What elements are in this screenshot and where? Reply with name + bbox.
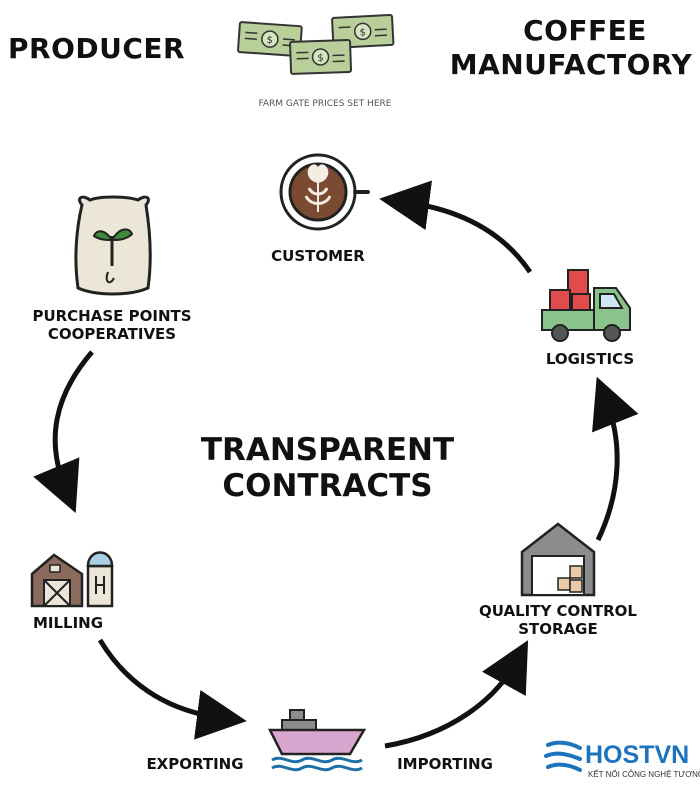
money-icon: $ $ $: [237, 13, 395, 75]
milling-label: MILLING: [32, 614, 104, 632]
coffee-manufactory-title-line1: COFFEE: [523, 14, 647, 47]
quality-control-label-line2: STORAGE: [518, 620, 598, 638]
purchase-points-label-line2: COOPERATIVES: [47, 325, 177, 343]
customer-label: CUSTOMER: [271, 247, 365, 265]
arrow-logistics-to-customer: [379, 180, 533, 274]
mill-barn-icon: [30, 551, 114, 608]
coffee-cup-icon: [279, 153, 370, 231]
coffee-manufactory-title-line2: MANUFACTORY: [449, 48, 693, 81]
exporting-label: EXPORTING: [146, 755, 244, 773]
arrow-importing-to-storage: [384, 640, 529, 749]
hostvn-logo-icon: [544, 740, 582, 772]
svg-text:$: $: [266, 35, 273, 46]
quality-control-label-line1: QUALITY CONTROL: [479, 602, 637, 620]
svg-text:$: $: [359, 27, 366, 38]
brand-tagline: KẾT NỐI CÔNG NGHỆ TƯƠNG LAI: [588, 770, 700, 779]
purchase-points-label-line1: PURCHASE POINTS: [32, 307, 192, 325]
importing-label: IMPORTING: [397, 755, 493, 773]
logistics-label: LOGISTICS: [545, 350, 635, 368]
farm-gate-caption: FARM GATE PRICES SET HERE: [258, 99, 392, 109]
transparent-contracts-line2: CONTRACTS: [222, 468, 433, 504]
coffee-sack-icon: [74, 195, 152, 296]
transparent-contracts-line1: TRANSPARENT: [200, 432, 455, 468]
arrow-purchase-to-milling: [33, 350, 94, 514]
warehouse-icon: [520, 522, 596, 597]
cargo-ship-icon: [267, 709, 367, 772]
svg-text:$: $: [317, 53, 324, 64]
producer-title: PRODUCER: [8, 32, 186, 65]
delivery-truck-icon: [541, 269, 631, 342]
arrow-milling-to-exporting: [97, 638, 247, 740]
brand-name: HOSTVN: [585, 741, 690, 769]
arrow-storage-to-logistics: [592, 376, 639, 542]
